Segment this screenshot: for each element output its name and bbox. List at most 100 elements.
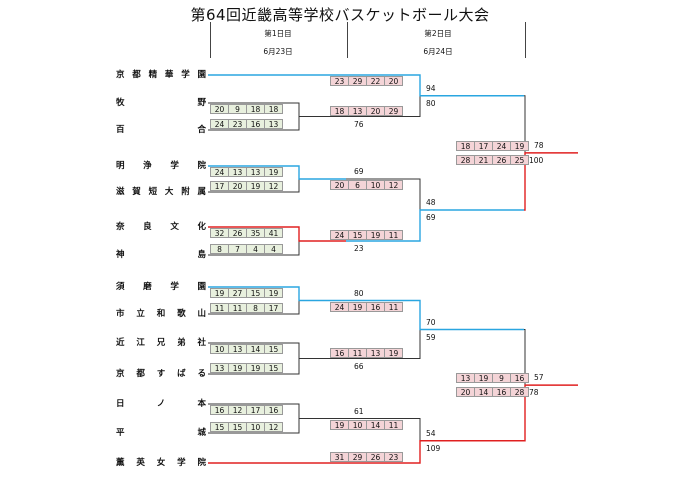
team-name: 近江兄弟社 (116, 338, 206, 348)
quarter-score-cell: 16 (246, 119, 265, 129)
bracket-line (346, 418, 421, 441)
quarter-score-cell: 23 (228, 119, 247, 129)
quarter-score-cell: 9 (228, 104, 247, 114)
quarter-score-cell: 10 (348, 419, 367, 430)
team-name: 奈良文化 (116, 222, 206, 232)
final-score: 61 (354, 406, 364, 416)
quarter-score-cell: 7 (228, 244, 247, 254)
team-name: 神島 (116, 250, 206, 260)
bracket-line (208, 418, 300, 434)
quarter-score-cell: 8 (210, 244, 229, 254)
winner-line (208, 358, 346, 375)
bracket-line (208, 116, 300, 131)
quarter-score-cell: 16 (366, 301, 385, 312)
quarter-score-cell: 11 (384, 230, 403, 240)
quarter-score-cell: 41 (264, 228, 283, 238)
quarter-score-cell: 11 (384, 419, 403, 430)
team-name: 京都精華学園 (116, 70, 206, 80)
quarter-score-cell: 26 (492, 154, 511, 165)
round2-date: 6月24日 (423, 47, 453, 56)
quarter-score-cell: 24 (492, 140, 511, 151)
quarter-score-cell: 10 (246, 422, 265, 432)
quarter-score-cell: 10 (366, 180, 385, 190)
quarter-score-cell: 15 (228, 422, 247, 432)
quarter-score-cell: 16 (330, 347, 349, 358)
quarter-score-cell: 23 (330, 76, 349, 86)
winner-line (208, 286, 346, 302)
quarter-score-cell: 29 (384, 105, 403, 116)
quarter-score-cell: 22 (366, 76, 385, 86)
quarter-score-cell: 12 (264, 181, 283, 191)
quarter-score-cell: 28 (456, 154, 475, 165)
quarter-score-cell: 6 (348, 180, 367, 190)
final-score: 69 (426, 213, 436, 222)
quarter-score-cell: 19 (246, 181, 265, 191)
quarter-score-cell: 20 (210, 104, 229, 114)
quarter-score-cell: 14 (366, 419, 385, 430)
quarter-score-cell: 26 (228, 228, 247, 238)
quarter-score-cell: 4 (264, 244, 283, 254)
team-name: 滋賀短大附属 (116, 187, 206, 197)
bracket-line (524, 329, 526, 386)
bracket-line (346, 95, 421, 117)
team-name: 百合 (116, 125, 206, 135)
quarter-score-cell: 15 (348, 230, 367, 240)
quarter-score-cell: 19 (264, 288, 283, 298)
final-score: 48 (426, 198, 436, 207)
quarter-score-cell: 31 (330, 452, 349, 462)
quarter-score-cell: 13 (348, 105, 367, 116)
bracket-line (346, 178, 421, 210)
final-score: 70 (426, 317, 436, 327)
final-score: 23 (354, 244, 364, 253)
quarter-score-cell: 15 (210, 422, 229, 432)
quarter-score-cell: 12 (384, 180, 403, 190)
quarter-score-cell: 16 (510, 373, 529, 384)
quarter-score-cell: 19 (384, 347, 403, 358)
quarter-score-cell: 15 (264, 363, 283, 373)
final-score: 100 (529, 155, 544, 165)
quarter-score-cell: 11 (210, 303, 229, 313)
final-score: 80 (426, 98, 436, 108)
winner-line (208, 165, 346, 180)
winner-line (346, 440, 524, 464)
winner-line (208, 403, 346, 419)
quarter-score-cell: 19 (474, 373, 493, 384)
quarter-score-cell: 32 (210, 228, 229, 238)
quarter-score-cell: 35 (246, 228, 265, 238)
column-divider (210, 22, 211, 58)
quarter-score-cell: 19 (330, 419, 349, 430)
final-score: 109 (426, 443, 441, 453)
quarter-score-cell: 14 (474, 387, 493, 398)
final-score: 94 (426, 83, 436, 93)
quarter-score-cell: 20 (456, 387, 475, 398)
quarter-score-cell: 8 (246, 303, 265, 313)
team-name: 市立和歌山 (116, 309, 206, 319)
quarter-score-cell: 16 (264, 405, 283, 415)
team-name: 薫英女学院 (116, 458, 206, 468)
team-name: 牧野 (116, 98, 206, 108)
quarter-score-cell: 14 (246, 344, 265, 354)
winner-line (346, 209, 524, 242)
winner-line (524, 152, 578, 211)
quarter-score-cell: 13 (246, 167, 265, 177)
quarter-score-cell: 25 (510, 154, 529, 165)
quarter-score-cell: 18 (456, 140, 475, 151)
quarter-score-cell: 20 (384, 76, 403, 86)
quarter-score-cell: 15 (246, 288, 265, 298)
quarter-score-cell: 23 (384, 452, 403, 462)
winner-line (524, 384, 578, 442)
quarter-score-cell: 13 (264, 119, 283, 129)
bracket-line (208, 241, 300, 256)
quarter-score-cell: 26 (366, 452, 385, 462)
quarter-score-cell: 9 (492, 373, 511, 384)
quarter-score-cell: 29 (348, 452, 367, 462)
bracket-line (208, 342, 300, 359)
bracket-line (524, 95, 526, 153)
final-score: 78 (529, 388, 539, 398)
quarter-score-cell: 11 (348, 347, 367, 358)
quarter-score-cell: 13 (228, 167, 247, 177)
quarter-score-cell: 16 (210, 405, 229, 415)
team-name: 明浄学院 (116, 161, 206, 171)
quarter-score-cell: 27 (228, 288, 247, 298)
bracket-line (208, 179, 300, 193)
